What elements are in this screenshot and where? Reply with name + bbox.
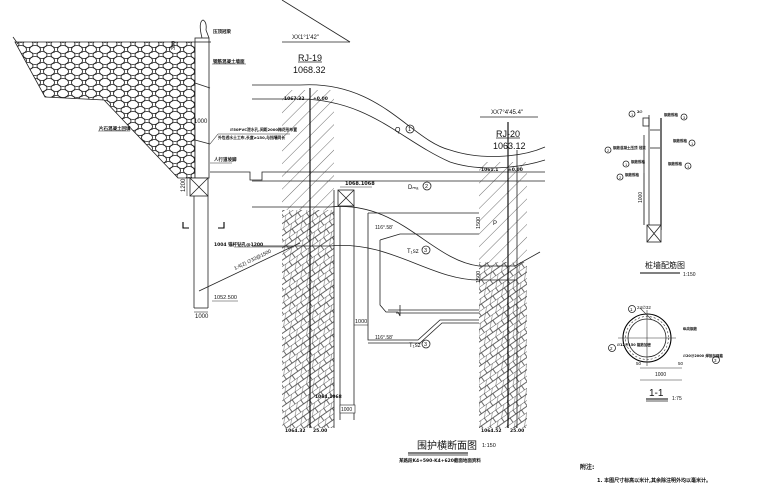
svg-text:3: 3	[714, 358, 717, 363]
main-section-scale: 1:150	[482, 443, 496, 449]
svg-text:2: 2	[610, 346, 613, 351]
dim-right-cap: 1064.1068	[315, 394, 342, 400]
notes-heading: 附注:	[580, 463, 594, 471]
rj20-id: RJ-20	[496, 129, 520, 139]
wall-callouts: 1 2∅ 3 钢筋规格 1 钢筋规格 2 钢筋混凝土压顶 冠梁 1 钢筋规格 1…	[604, 110, 696, 181]
layer-p-marker: P	[493, 221, 497, 227]
label-elev-base: 1052.500	[214, 295, 237, 301]
svg-text:1: 1	[691, 141, 694, 146]
layer-q4: Q	[395, 127, 401, 134]
rj20-bottom-right: 25.00	[510, 428, 524, 434]
marker-1: 1067.32	[284, 96, 305, 102]
callout-stirrups: ∅12@150 箍筋加密	[617, 342, 651, 347]
layer-q4-circle: 1	[408, 127, 411, 133]
svg-text:钢筋规格: 钢筋规格	[625, 172, 639, 177]
rj20-station-label: XX7°4'45.4"	[491, 110, 523, 116]
rj19-id: RJ-19	[298, 53, 322, 63]
wall-detail-dim: 1000	[638, 192, 644, 203]
svg-text:钢筋规格: 钢筋规格	[664, 112, 678, 117]
label-drain: ∅50PVC泄水孔,间距2000梅花形布置	[230, 127, 297, 132]
rj19-bottom-right: 25.00	[313, 428, 327, 434]
notes: 附注: 1. 本图尺寸标高以米计,其余除注明外均以毫米计。	[580, 463, 711, 484]
layer-t1b-circle: 3	[424, 342, 427, 348]
layer-dmd-circle: 2	[425, 184, 428, 190]
svg-text:3: 3	[683, 115, 686, 120]
rj20-bottom-left: 1064.52	[481, 428, 502, 434]
section-scale: 1:75	[672, 396, 682, 402]
callout-main-bars: 24∅32	[637, 305, 651, 310]
dim-top-offset: 300	[171, 41, 177, 50]
marker-2: ±0.00	[313, 96, 328, 102]
rj19-bottom-left: 1064.32	[285, 428, 306, 434]
dim-post: 1000	[195, 314, 209, 320]
dim-footing: 1200	[181, 178, 187, 192]
callout-hoops: ∅20@2000 焊接加强箍	[683, 353, 723, 358]
label-anchor-row: 1004 锚杆钻孔@1200	[214, 241, 263, 248]
note-item-1: 1. 本图尺寸标高以米计,其余除注明外均以毫米计。	[597, 477, 711, 484]
rj19-station-label: XX1°1'42"	[292, 35, 319, 41]
dim-cover-right: 50	[678, 361, 684, 366]
dim-right-lower: 1500	[476, 271, 482, 283]
dim-tunnel-gap: 1000	[355, 319, 367, 325]
dim-diameter: 1000	[655, 372, 666, 378]
svg-text:钢筋规格: 钢筋规格	[673, 138, 687, 143]
layer-t1-circle: 3	[424, 248, 427, 254]
label-longitudinal: 纵向钢筋	[683, 326, 697, 331]
pile-rj19-upper-hatch	[282, 90, 334, 210]
stone-fill	[14, 41, 196, 179]
dim-right-upper: 1500	[476, 217, 482, 229]
marker-3: 1061.1	[481, 167, 498, 173]
pile-rj20-upper-hatch	[479, 162, 527, 262]
svg-text:2: 2	[619, 175, 622, 180]
svg-text:2: 2	[607, 148, 610, 153]
label-rc-wall: 钢筋混凝土墙面	[213, 58, 245, 65]
label-anchor: 1:4(2) ∅32@1500	[233, 249, 272, 272]
pile-rj20-lower-hatch	[479, 262, 527, 428]
label-stone-fill: 片石混凝土回填	[99, 125, 131, 132]
wall-detail-scale: 1:150	[683, 272, 696, 278]
main-section-title: 围护横断面图	[417, 439, 477, 452]
label-berm: 人行道坡脚	[213, 156, 237, 163]
label-pile-top: 1068.1068	[345, 181, 375, 187]
section-title: 1-1	[649, 388, 664, 399]
retaining-wall-section: 1200 1000 1000 300 压顶冠梁 钢筋混凝土墙面 片石混凝土回填 …	[12, 19, 545, 320]
slope-lower: 116°.58'	[375, 335, 393, 341]
dim-pile-bottom: 1000	[341, 407, 352, 413]
layer-dmd: Dₘₐ	[408, 185, 419, 191]
label-cap-beam: 压顶冠梁	[213, 28, 231, 35]
svg-text:1: 1	[687, 164, 690, 169]
main-section: XX1°1'42" RJ-19 1068.32 XX7°4'45.4" RJ-2…	[252, 0, 546, 464]
dim-wall-height: 1000	[194, 119, 208, 125]
rj19-elevation: 1068.32	[293, 65, 326, 75]
svg-text:1: 1	[625, 162, 628, 167]
wall-detail-title: 桩墙配筋图	[645, 260, 685, 270]
svg-text:钢筋规格: 钢筋规格	[631, 159, 645, 164]
wall-stem	[194, 37, 210, 179]
detail-wall-reinforcement: 1000 1 2∅ 3 钢筋规格 1 钢筋规格 2 钢筋混凝土压顶 冠梁 1 钢…	[604, 110, 696, 278]
label-drain-2: 外包透水土工布,长度≥150,与挡墙同长	[217, 135, 285, 140]
rj20-elevation: 1063.12	[493, 141, 526, 151]
main-section-subtitle: 某路段K4+590-K4+620截面地面资料	[398, 457, 481, 464]
layer-t1b: T₁sz	[409, 343, 421, 349]
svg-text:2∅: 2∅	[637, 110, 642, 114]
svg-text:钢筋混凝土压顶 冠梁: 钢筋混凝土压顶 冠梁	[613, 145, 646, 150]
marker-4: ±0.00	[508, 167, 523, 173]
detail-section-1-1: 1 24∅32 2 ∅12@150 箍筋加密 3 ∅20@2000 焊接加强箍 …	[608, 305, 723, 402]
svg-text:1: 1	[631, 112, 634, 117]
svg-text:钢筋规格: 钢筋规格	[668, 161, 682, 166]
dim-cover-left: 50	[636, 361, 642, 366]
layer-t1: T₁sz	[407, 249, 419, 255]
svg-text:1: 1	[630, 307, 633, 312]
slope-upper: 116°.58'	[375, 225, 393, 231]
